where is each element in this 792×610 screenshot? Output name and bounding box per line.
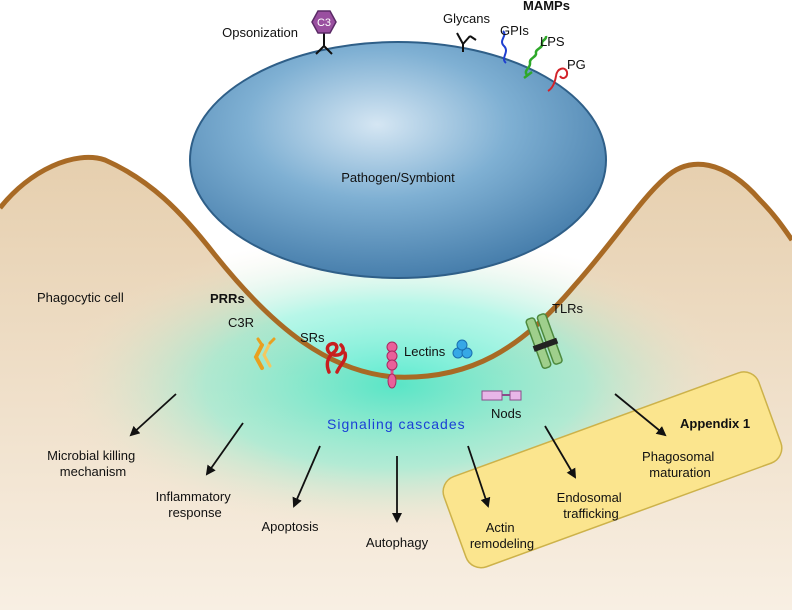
nod-icon — [481, 390, 522, 401]
c3r-label: C3R — [228, 315, 254, 330]
svg-text:C3: C3 — [317, 17, 331, 29]
arrow-to-endosomal — [544, 425, 577, 479]
outcome-phagosomal-maturation: Phagosomal maturation — [642, 449, 718, 480]
gpis-label: GPIs — [500, 23, 529, 38]
outcome-inflammatory-response: Inflammatory response — [156, 489, 235, 520]
lectins-label: Lectins — [404, 344, 446, 359]
outcome-autophagy: Autophagy — [366, 535, 429, 550]
gpi-icon — [501, 30, 507, 64]
prrs-title: PRRs — [210, 291, 245, 306]
tlrs-label: TLRs — [552, 301, 584, 316]
cell-membrane — [0, 154, 792, 380]
lectin-icon — [386, 341, 398, 389]
pathogen-cell — [189, 41, 607, 279]
srs-label: SRs — [300, 330, 325, 345]
arrow-to-apoptosis — [292, 445, 321, 508]
lps-icon — [523, 35, 548, 79]
opsonization-label: Opsonization — [222, 25, 298, 40]
sr-icon — [325, 341, 348, 374]
arrow-to-phagosomal — [614, 393, 667, 437]
outcome-apoptosis: Apoptosis — [261, 519, 319, 534]
pg-icon — [547, 67, 569, 92]
outcome-actin-remodeling: Actin remodeling — [470, 520, 534, 551]
glycan-icon — [456, 32, 477, 52]
appendix-title: Appendix 1 — [680, 416, 750, 431]
arrow-to-microbial-killing — [129, 393, 177, 437]
arrow-to-inflammatory — [205, 422, 244, 476]
pg-label: PG — [567, 57, 586, 72]
pathogen-label: Pathogen/Symbiont — [341, 170, 455, 185]
signaling-cascades-label: Signaling cascades — [327, 416, 466, 432]
outcome-endosomal-trafficking: Endosomal trafficking — [557, 490, 626, 521]
c3-opsonin-icon: C3 — [311, 10, 337, 55]
tlr-icon — [525, 313, 563, 369]
lectin-ligand-icon — [452, 339, 473, 359]
appendix-box — [442, 371, 783, 569]
glycans-label: Glycans — [443, 11, 490, 26]
mamps-title: MAMPs — [523, 0, 570, 13]
arrow-to-actin — [467, 445, 491, 508]
lps-label: LPS — [540, 34, 565, 49]
phagocytic-cell-label: Phagocytic cell — [37, 290, 124, 305]
outcome-microbial-killing: Microbial killing mechanism — [47, 448, 139, 479]
nods-label: Nods — [491, 406, 522, 421]
c3r-icon — [253, 337, 276, 370]
